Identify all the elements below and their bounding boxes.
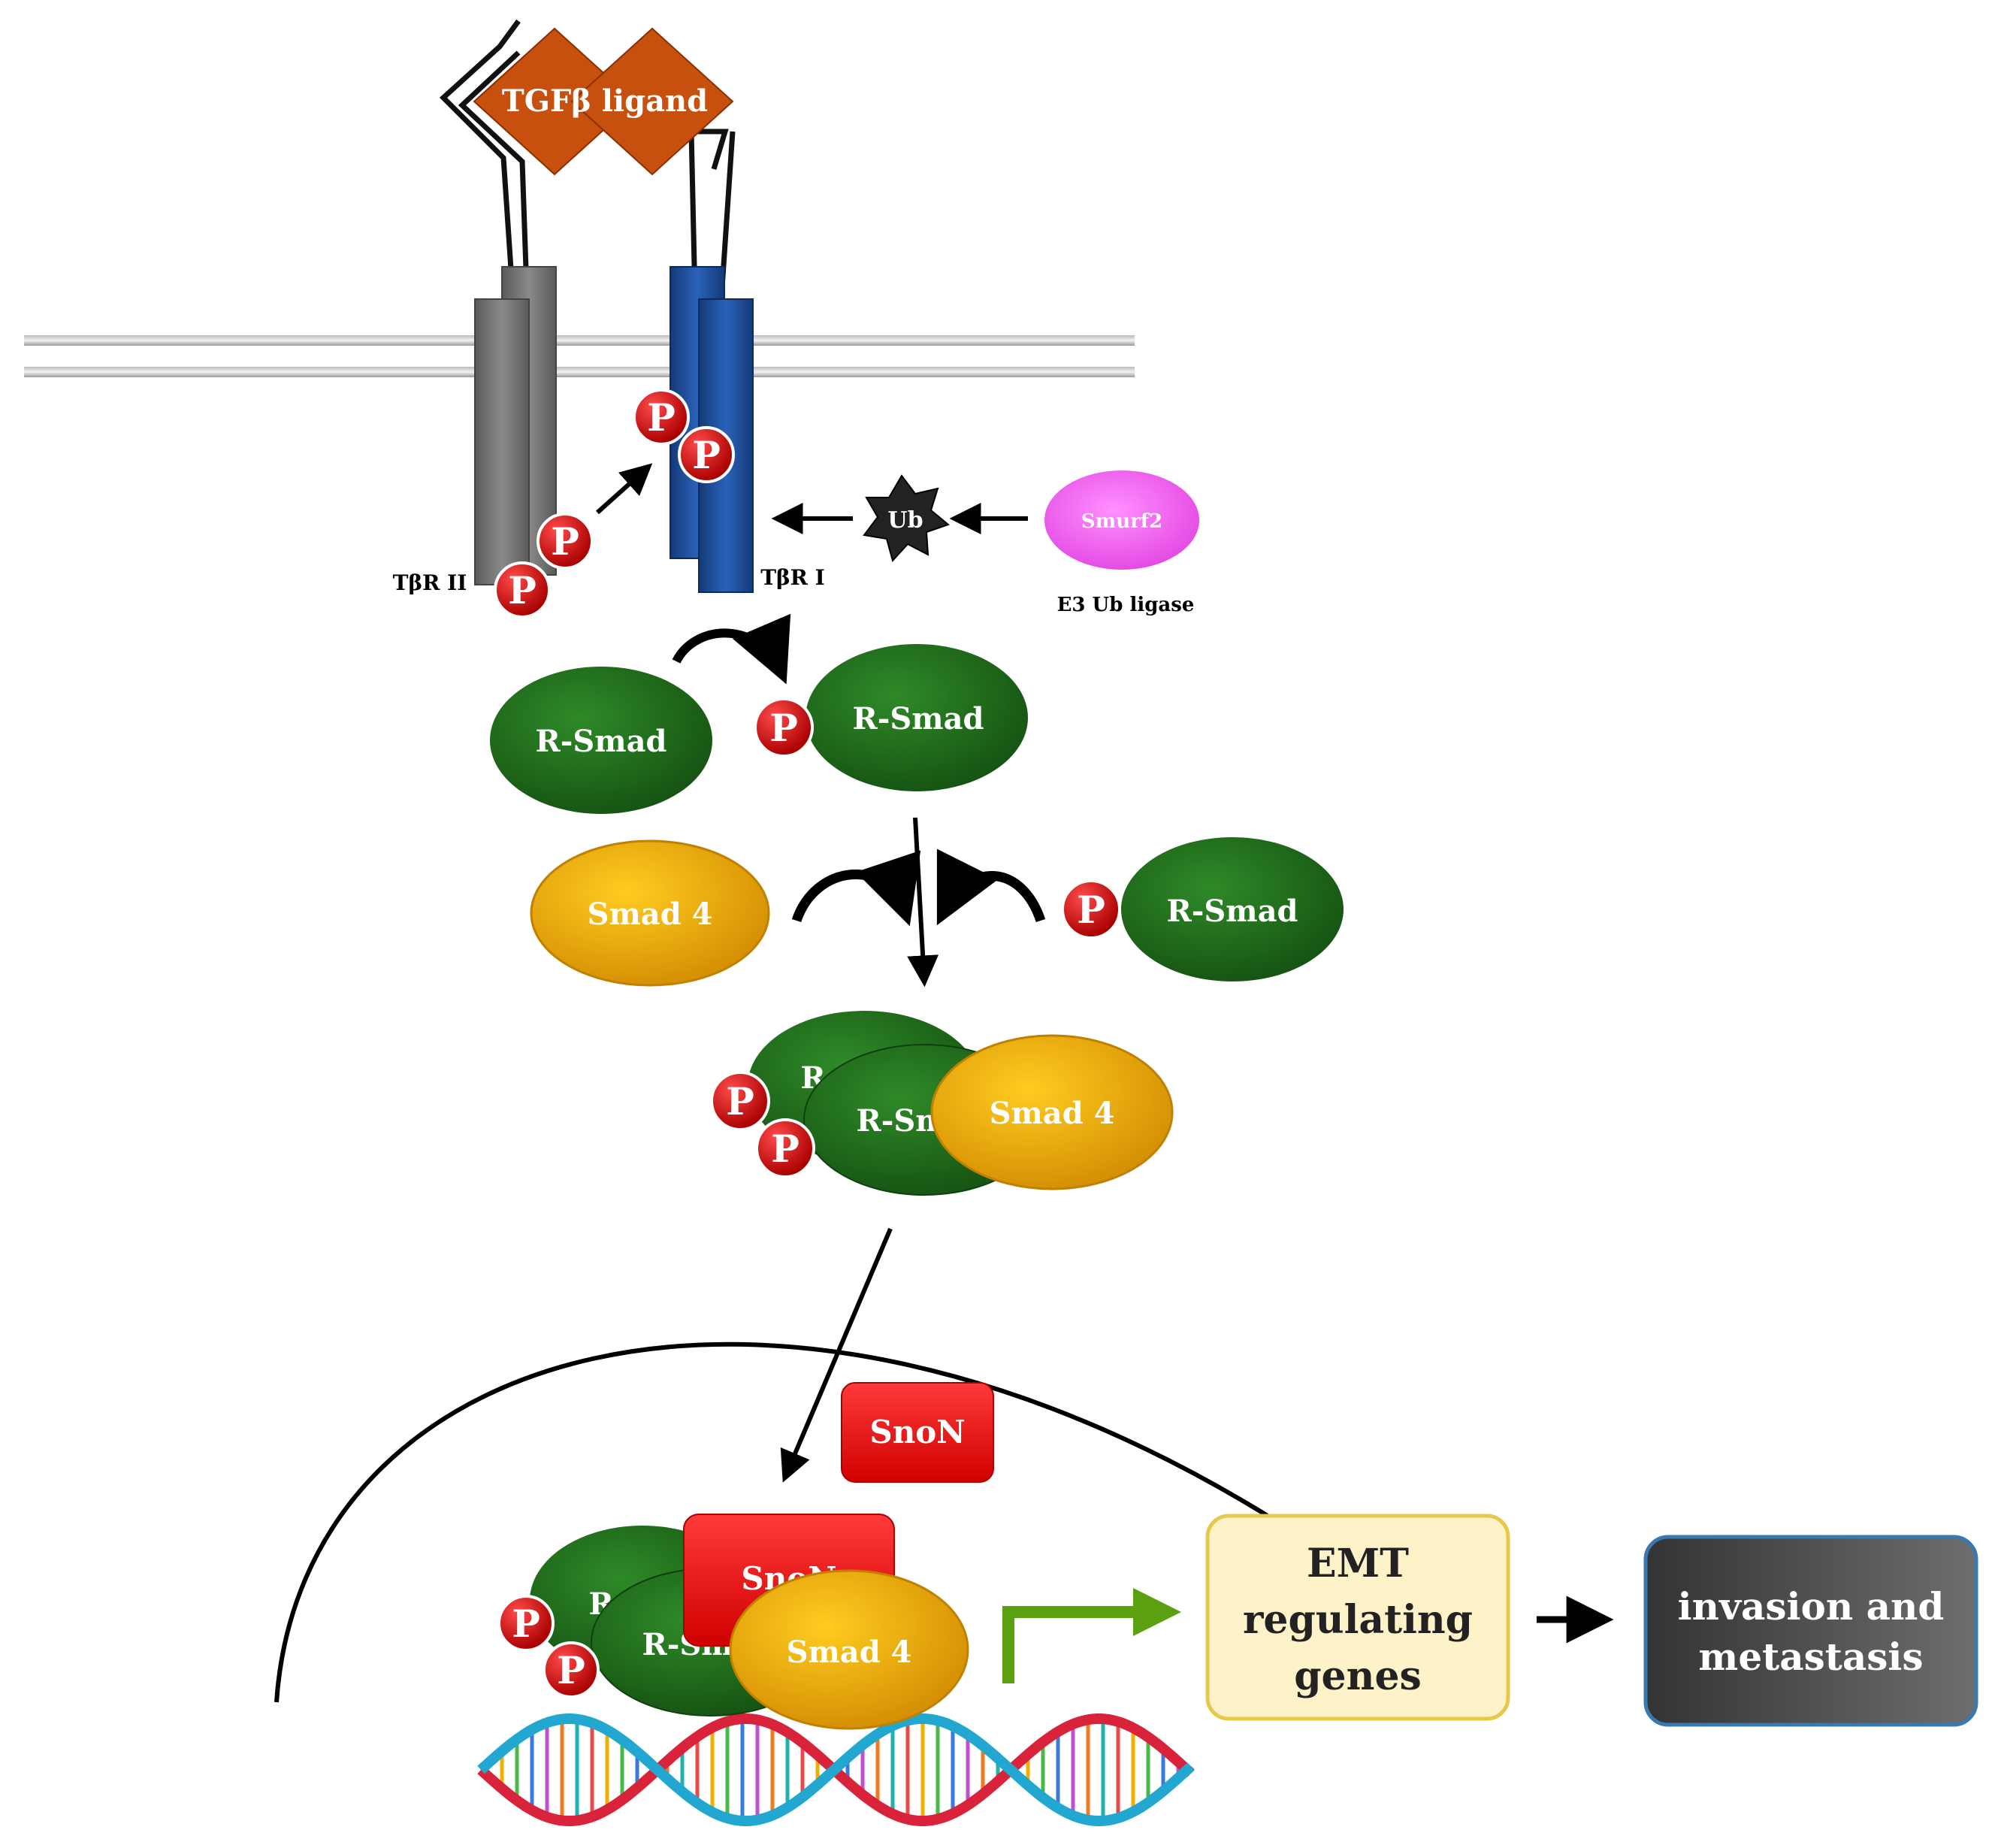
smad4-label: Smad 4 — [588, 897, 713, 932]
dna-helix — [477, 1713, 1195, 1826]
phospho-label: P — [726, 1079, 754, 1124]
phospho-label: P — [771, 1127, 800, 1171]
ub-star: Ub — [863, 474, 951, 563]
invasion-label-line1: invasion and — [1678, 1584, 1945, 1629]
tgfb-ligand: TGFβ ligand — [473, 27, 734, 176]
phospho-tbr2-1: P — [537, 513, 594, 570]
tbr1-label: TβR I — [760, 565, 825, 590]
tgfb-ligand-label: TGFβ ligand — [502, 83, 708, 119]
invasion-metastasis-box: invasion and metastasis — [1643, 1535, 1978, 1727]
rsmad-unphosphorylated: R-Smad — [490, 667, 712, 814]
promoter-arrow — [1002, 1588, 1181, 1683]
phospho-tbr1-2: P — [678, 426, 735, 483]
invasion-label-line2: metastasis — [1698, 1635, 1923, 1679]
phospho-tbr2-2: P — [494, 561, 551, 619]
phospho-label: P — [512, 1601, 540, 1646]
rsmad-label: R-Smad — [536, 724, 667, 759]
emt-label-line3: genes — [1294, 1653, 1422, 1699]
phospho-label: P — [1077, 888, 1105, 932]
complex-formation-arrow — [907, 817, 939, 988]
rsmad-phosphorylated: R-Smad P — [754, 644, 1028, 791]
emt-regulating-genes-box: EMT regulating genes — [1205, 1514, 1510, 1721]
snon-free: SnoN — [841, 1382, 994, 1483]
phospho-tbr1-1: P — [633, 389, 690, 446]
cytoplasmic-smad-complex: R R-Sm Smad 4 P P — [710, 1011, 1174, 1196]
smad4-free: Smad 4 — [530, 839, 770, 987]
smad4-curved-arrow — [791, 850, 921, 927]
smad4-label: Smad 4 — [990, 1096, 1115, 1131]
rsmad-phosphorylated-2: R-Smad P — [1061, 837, 1344, 981]
smad4-label: Smad 4 — [787, 1635, 912, 1670]
snon-label: SnoN — [869, 1414, 965, 1450]
e3-ligase-label: E3 Ub ligase — [1057, 594, 1195, 616]
smurf2: Smurf2 — [1044, 470, 1199, 570]
emt-label-line2: regulating — [1243, 1597, 1473, 1643]
rsmad-phospho-curved-arrow — [672, 613, 791, 685]
phospho-label: P — [647, 395, 676, 440]
rsmad-curved-arrow — [936, 848, 1046, 926]
phospho-label: P — [692, 433, 721, 477]
emt-label-line1: EMT — [1307, 1541, 1409, 1586]
dna-strand — [477, 1713, 1195, 1826]
phospho-label: P — [557, 1648, 585, 1692]
phospho-label: P — [769, 706, 798, 750]
phospho-label: P — [551, 519, 579, 564]
phospho-label: P — [508, 568, 537, 612]
smurf2-label: Smurf2 — [1081, 510, 1162, 533]
nuclear-envelope — [274, 1341, 1279, 1703]
rsmad-label: R-Smad — [853, 701, 984, 736]
nuclear-translocation-arrow — [780, 1227, 893, 1483]
ub-label: Ub — [887, 507, 923, 534]
rsmad-label: R-Smad — [1167, 894, 1298, 929]
tbr2-label: TβR II — [393, 570, 467, 595]
cell-membrane — [24, 335, 1135, 377]
nuclear-smad-snon-complex: R R-Sm SnoN Smad 4 P P — [497, 1514, 969, 1730]
phosphorylation-arrow — [595, 463, 653, 515]
